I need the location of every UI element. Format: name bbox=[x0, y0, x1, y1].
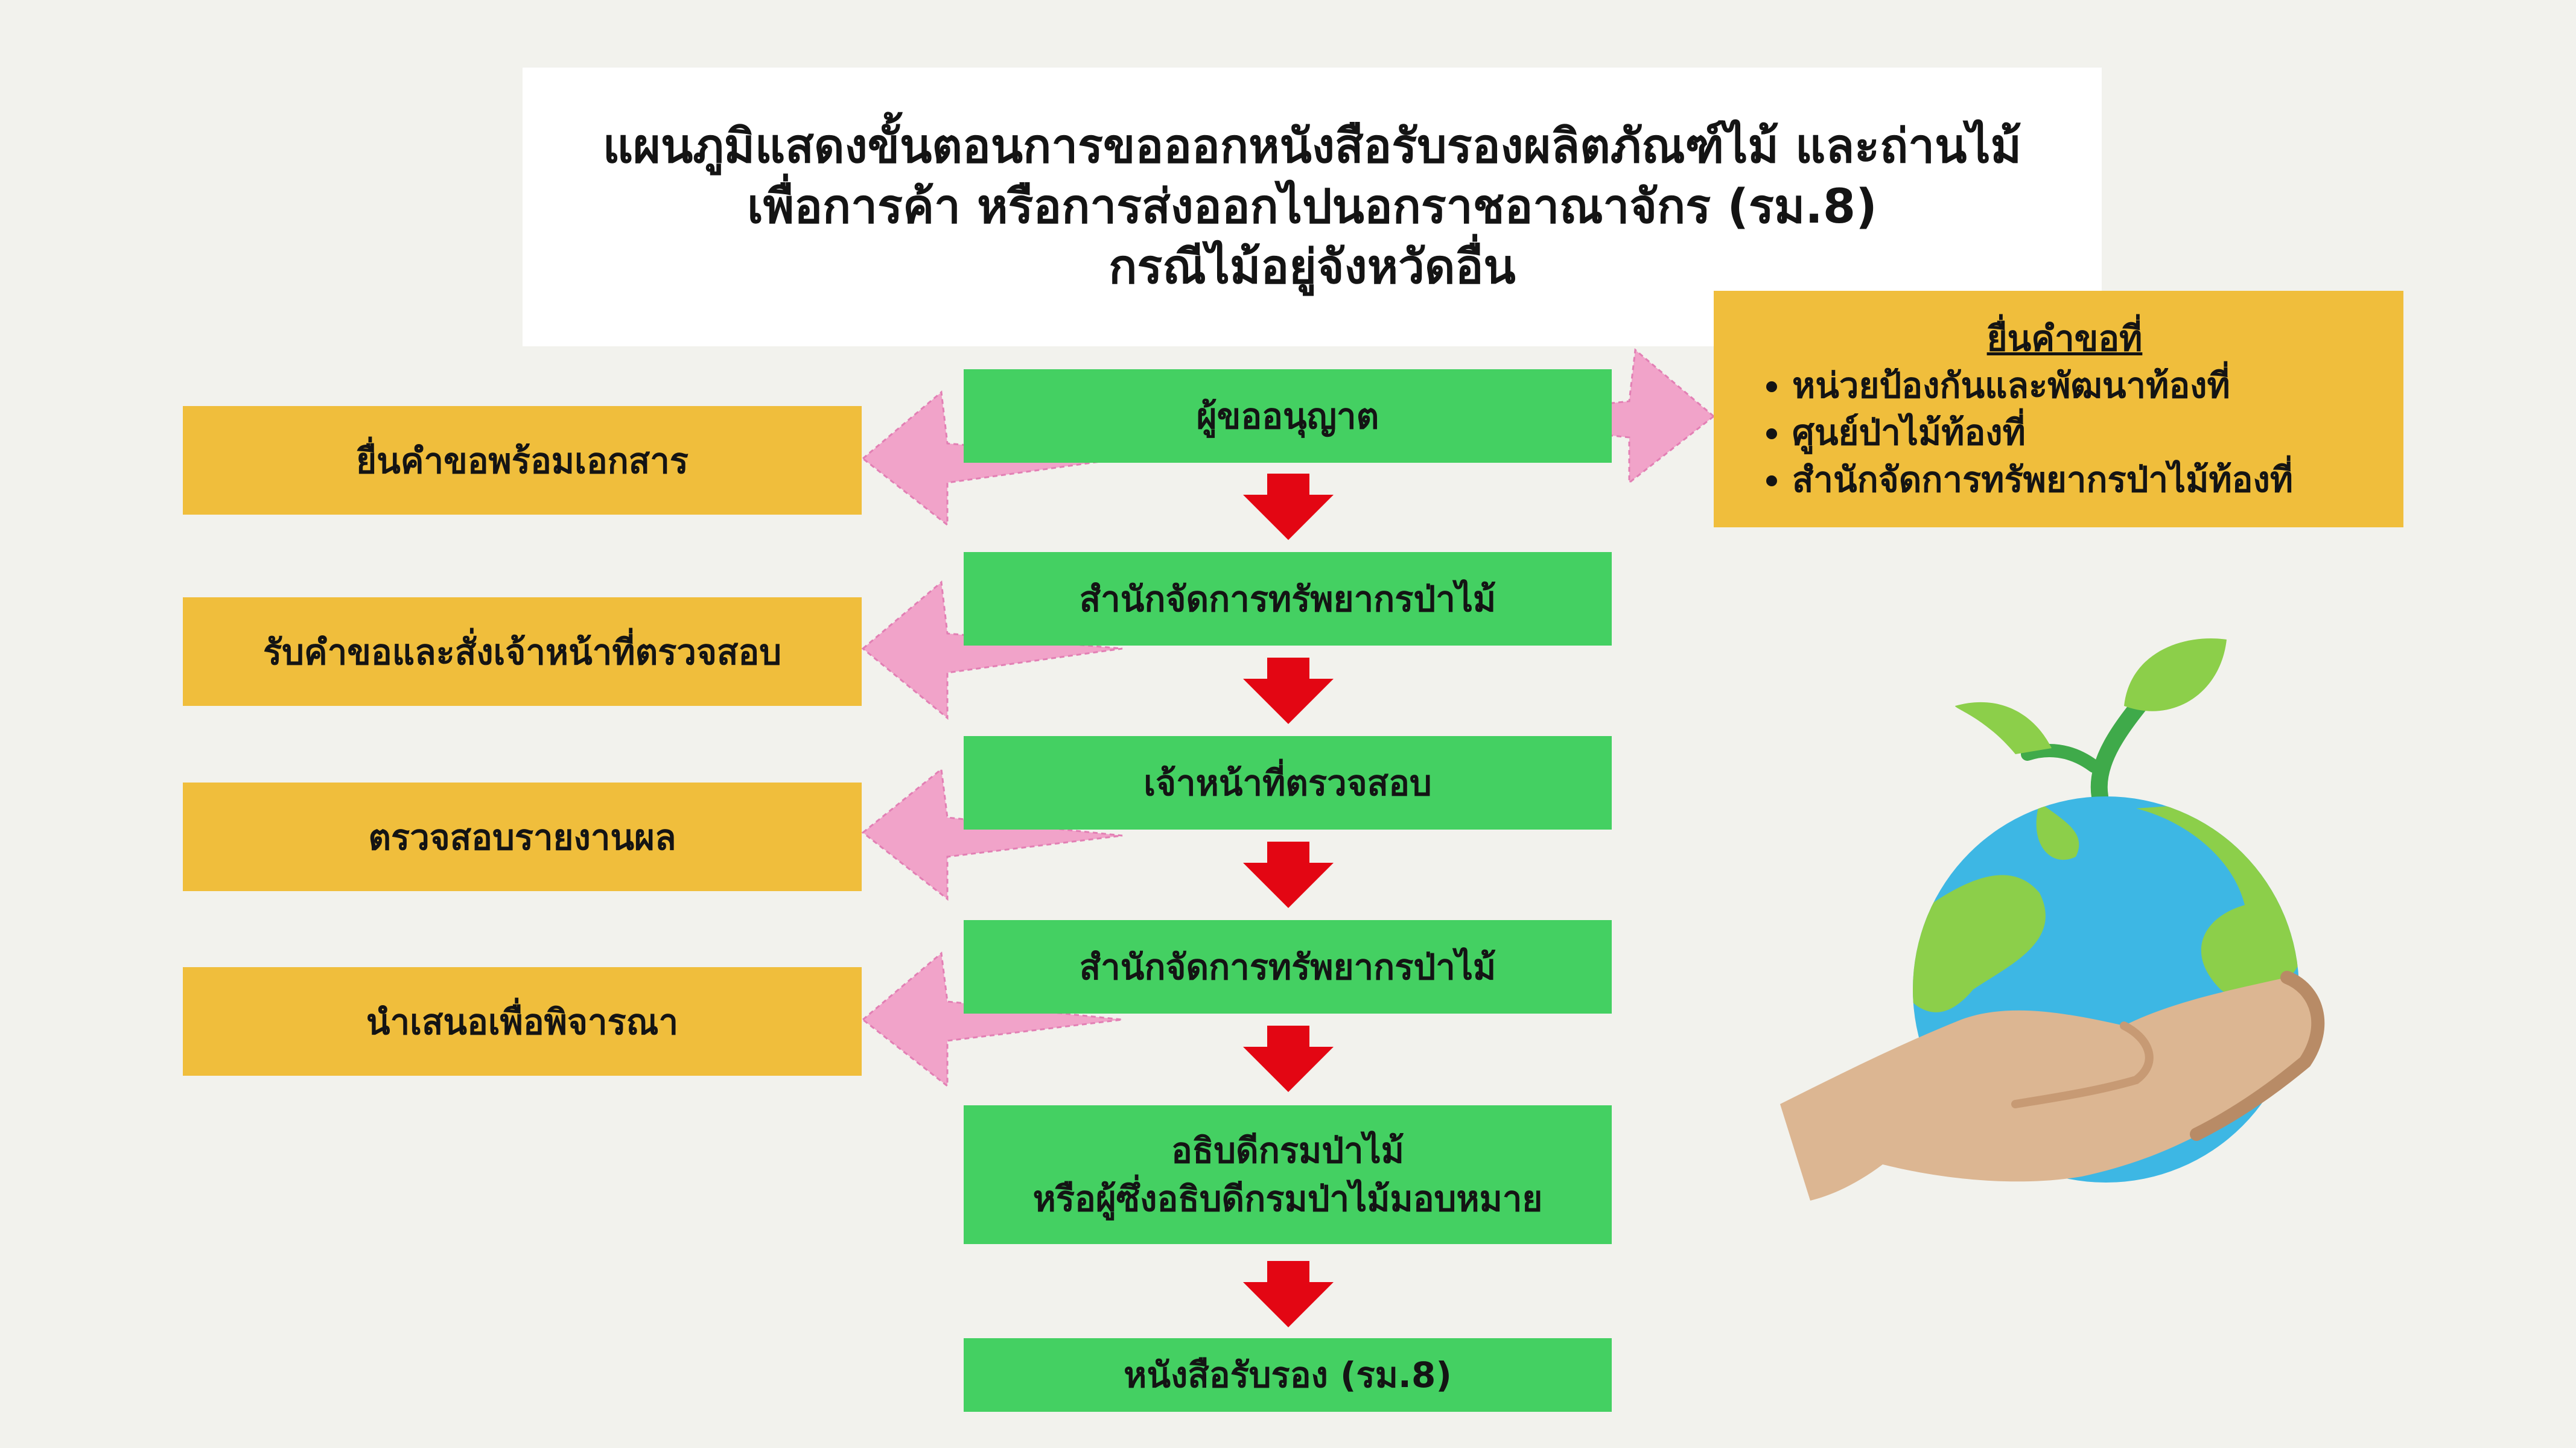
title-line-2: เพื่อการค้า หรือการส่งออกไปนอกราชอาณาจัก… bbox=[747, 180, 1877, 234]
page-title: แผนภูมิแสดงขั้นตอนการขอออกหนังสือรับรองผ… bbox=[523, 68, 2102, 346]
flow-step-label: สำนักจัดการทรัพยากรป่าไม้ bbox=[1079, 578, 1496, 620]
submit-location-item: สำนักจัดการทรัพยากรป่าไม้ท้องที่ bbox=[1792, 456, 2379, 503]
flow-step-inspector: เจ้าหน้าที่ตรวจสอบ bbox=[964, 736, 1612, 830]
submit-locations-list: หน่วยป้องกันและพัฒนาท้องที่ ศูนย์ป่าไม้ท… bbox=[1750, 362, 2379, 503]
side-action-label: รับคำขอและสั่งเจ้าหน้าที่ตรวจสอบ bbox=[262, 631, 782, 673]
title-line-1: แผนภูมิแสดงขั้นตอนการขอออกหนังสือรับรองผ… bbox=[602, 119, 2022, 174]
title-line-3: กรณีไม้อยู่จังหวัดอื่น bbox=[1108, 240, 1516, 294]
flow-step-forest-office-1: สำนักจัดการทรัพยากรป่าไม้ bbox=[964, 552, 1612, 646]
submit-locations-box: ยื่นคำขอที่ หน่วยป้องกันและพัฒนาท้องที่ … bbox=[1714, 291, 2403, 527]
flow-step-label: หรือผู้ซึ่งอธิบดีกรมป่าไม้มอบหมาย bbox=[1032, 1178, 1543, 1219]
submit-location-item: ศูนย์ป่าไม้ท้องที่ bbox=[1792, 409, 2379, 456]
flow-step-applicant: ผู้ขออนุญาต bbox=[964, 369, 1612, 463]
side-action-label: นำเสนอเพื่อพิจารณา bbox=[366, 1001, 679, 1043]
flow-step-director-general: อธิบดีกรมป่าไม้ หรือผู้ซึ่งอธิบดีกรมป่าไ… bbox=[964, 1105, 1612, 1244]
side-action-propose: นำเสนอเพื่อพิจารณา bbox=[183, 967, 862, 1076]
flow-step-certificate: หนังสือรับรอง (รม.8) bbox=[964, 1338, 1612, 1412]
flow-step-label: สำนักจัดการทรัพยากรป่าไม้ bbox=[1079, 946, 1496, 988]
flow-step-label: อธิบดีกรมป่าไม้ bbox=[1171, 1130, 1404, 1171]
down-arrow-5 bbox=[1243, 1261, 1334, 1327]
side-action-submit: ยื่นคำขอพร้อมเอกสาร bbox=[183, 406, 862, 515]
flow-step-label: หนังสือรับรอง (รม.8) bbox=[1124, 1354, 1452, 1396]
flow-step-forest-office-2: สำนักจัดการทรัพยากรป่าไม้ bbox=[964, 920, 1612, 1014]
down-arrow-4 bbox=[1243, 1026, 1334, 1092]
side-action-label: ยื่นคำขอพร้อมเอกสาร bbox=[356, 440, 689, 481]
flow-step-label: เจ้าหน้าที่ตรวจสอบ bbox=[1143, 762, 1432, 804]
down-arrow-1 bbox=[1243, 474, 1334, 540]
side-action-receive: รับคำขอและสั่งเจ้าหน้าที่ตรวจสอบ bbox=[183, 597, 862, 706]
submit-location-item: หน่วยป้องกันและพัฒนาท้องที่ bbox=[1792, 362, 2379, 409]
down-arrow-3 bbox=[1243, 842, 1334, 908]
down-arrow-2 bbox=[1243, 658, 1334, 724]
left-arrow-3 bbox=[861, 767, 1123, 901]
flow-step-label: ผู้ขออนุญาต bbox=[1196, 395, 1379, 437]
side-action-report: ตรวจสอบรายงานผล bbox=[183, 783, 862, 891]
submit-locations-heading: ยื่นคำขอที่ bbox=[1986, 318, 2143, 359]
side-action-label: ตรวจสอบรายงานผล bbox=[368, 816, 676, 858]
left-arrow-4 bbox=[861, 951, 1123, 1088]
left-arrow-2 bbox=[861, 580, 1123, 720]
